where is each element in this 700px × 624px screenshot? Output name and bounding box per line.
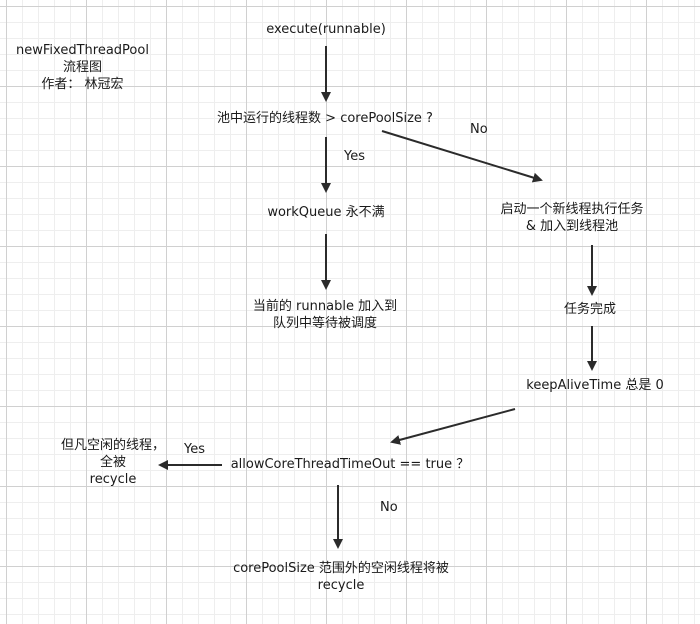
label-core-yes: Yes: [344, 149, 365, 164]
node-recycle-all-line1: 但凡空闲的线程，: [60, 438, 165, 453]
node-allow-core-thread-timeout: allowCoreThreadTimeOut == true ？: [230, 457, 470, 472]
node-start-thread-line1: 启动一个新线程执行任务: [500, 202, 644, 217]
node-recycle-all-idle: 但凡空闲的线程， 全被 recycle: [43, 437, 183, 488]
node-task-done: 任务完成: [563, 302, 616, 317]
node-execute: execute(runnable): [266, 22, 386, 37]
label-core-no: No: [470, 122, 488, 137]
node-work-queue: workQueue 永不满: [267, 205, 385, 220]
node-start-thread-line2: & 加入到线程池: [525, 219, 619, 234]
label-timeout-no: No: [380, 500, 398, 515]
node-enqueue-line2: 队列中等待被调度: [272, 316, 377, 331]
node-start-thread: 启动一个新线程执行任务 & 加入到线程池: [472, 201, 672, 235]
node-recycle-all-line2: 全被: [99, 455, 126, 470]
node-keep-alive-time: keepAliveTime 总是 0: [526, 378, 664, 393]
node-recycle-outside-line2: recycle: [317, 578, 365, 593]
node-enqueue-line1: 当前的 runnable 加入到: [252, 299, 398, 314]
diagram-header: newFixedThreadPool 流程图 作者： 林冠宏: [5, 42, 160, 93]
label-timeout-yes: Yes: [184, 442, 205, 457]
node-recycle-outside-line1: corePoolSize 范围外的空闲线程将被: [233, 561, 449, 576]
arrow-check-to-start-thread: [381, 130, 543, 183]
node-enqueue: 当前的 runnable 加入到 队列中等待被调度: [205, 298, 445, 332]
node-recycle-outside-core: corePoolSize 范围外的空闲线程将被 recycle: [206, 560, 476, 594]
node-recycle-all-line3: recycle: [89, 472, 137, 487]
node-check-core-pool-size: 池中运行的线程数 > corePoolSize ?: [217, 111, 433, 126]
header-title: newFixedThreadPool: [16, 43, 149, 58]
header-subtitle: 流程图: [62, 60, 102, 75]
header-author: 作者： 林冠宏: [41, 77, 124, 92]
arrow-keepalive-to-allow-timeout: [390, 408, 516, 445]
